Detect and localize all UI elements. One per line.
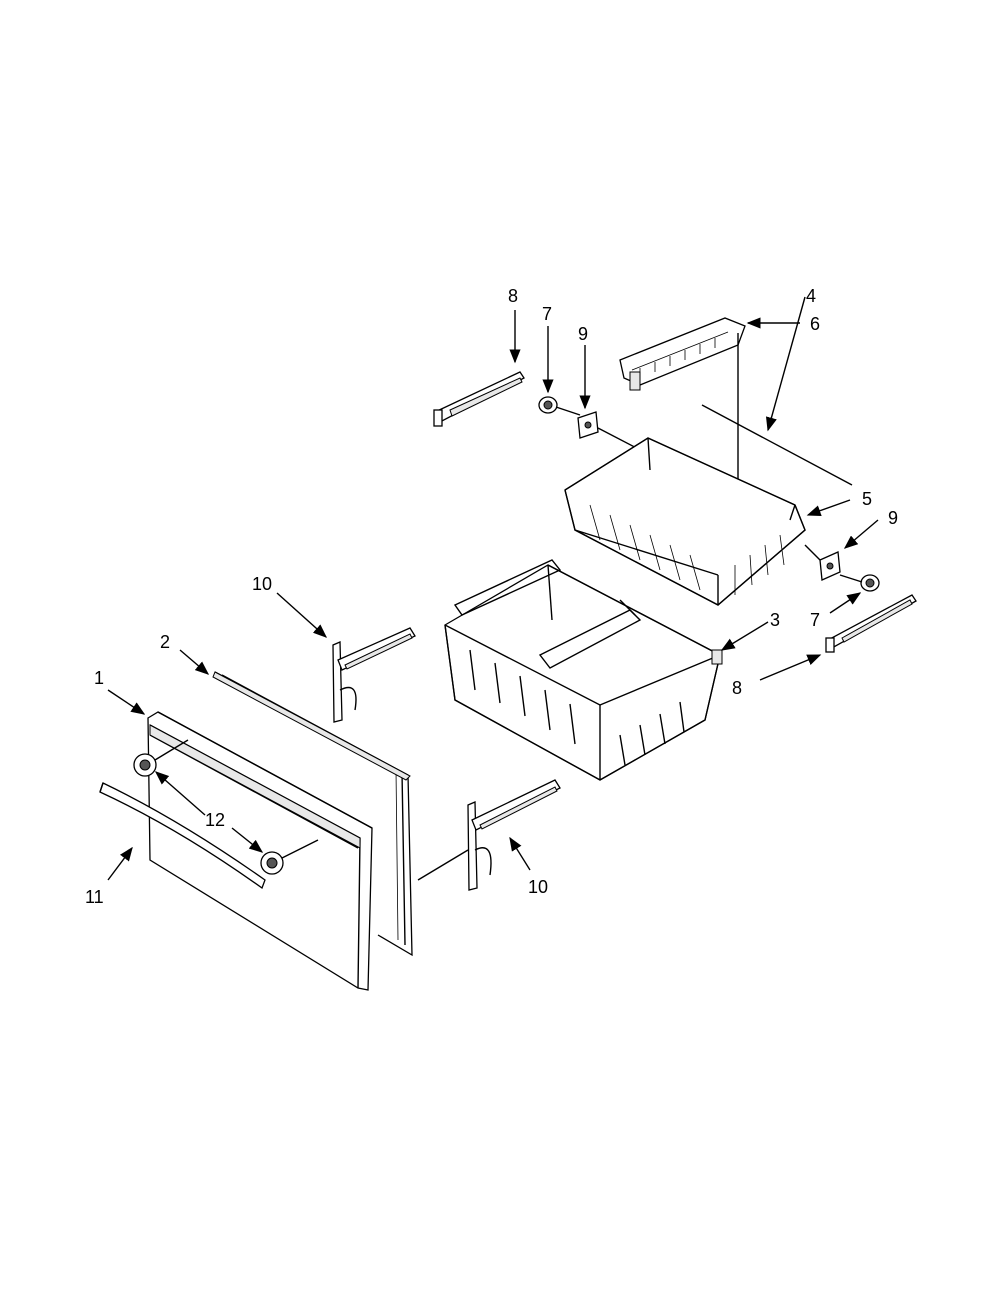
callout-8-lower: 8 xyxy=(732,678,742,698)
callout-6: 6 xyxy=(810,314,820,334)
part-8-slide-rail-left xyxy=(433,371,525,427)
leader-lines xyxy=(107,296,879,881)
part-4-rod xyxy=(701,404,853,486)
callout-8-upper: 8 xyxy=(508,286,518,306)
callout-11: 11 xyxy=(85,887,104,907)
part-10-bracket-upper xyxy=(332,627,416,723)
part-11-handle xyxy=(99,782,266,890)
callout-2: 2 xyxy=(160,632,170,652)
part-3-bin xyxy=(444,559,723,781)
part-7-roller-left xyxy=(538,396,581,416)
part-7-roller-right xyxy=(839,574,880,592)
part-12-endcap-lower xyxy=(260,839,319,875)
callout-10-upper: 10 xyxy=(252,574,272,594)
part-12-endcap-upper xyxy=(133,739,189,777)
part-6-bracket xyxy=(619,317,746,500)
callout-4: 4 xyxy=(806,286,816,306)
callout-9-lower: 9 xyxy=(888,508,898,528)
callout-3: 3 xyxy=(770,610,780,630)
callout-1: 1 xyxy=(94,668,104,688)
callout-7-lower: 7 xyxy=(810,610,820,630)
callout-7-upper: 7 xyxy=(542,304,552,324)
part-8-slide-rail-right xyxy=(825,594,917,653)
callout-9-upper: 9 xyxy=(578,324,588,344)
part-5-wire-basket xyxy=(564,437,806,606)
callout-5: 5 xyxy=(862,489,872,509)
callout-12: 12 xyxy=(205,810,225,830)
callout-10-lower: 10 xyxy=(528,877,548,897)
part-10-bracket-lower xyxy=(417,779,561,891)
callout-labels: 8 7 9 6 4 5 9 7 8 3 10 2 1 12 11 10 xyxy=(85,286,898,907)
part-9-clip-right xyxy=(804,544,841,581)
